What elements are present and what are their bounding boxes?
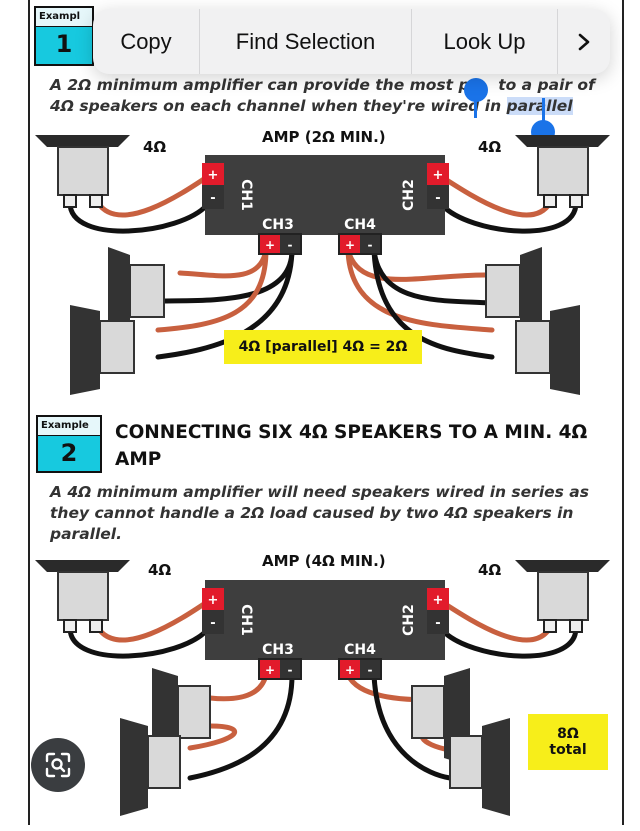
ch4-label: CH4 [344, 642, 376, 658]
selection-start-bar [474, 96, 477, 118]
heading-line: AMP [115, 449, 162, 470]
terminal-minus: - [435, 616, 440, 631]
speaker-icon [485, 247, 580, 395]
terminal-plus: + [345, 663, 355, 677]
chevron-right-icon [578, 33, 590, 50]
example-1-badge-number: 1 [55, 30, 73, 58]
speaker-ohm-label: 4Ω [478, 138, 502, 156]
example-1-badge: Exampl 1 [34, 6, 94, 66]
terminal-minus: - [435, 191, 440, 206]
look-up-menu-item[interactable]: Look Up [412, 9, 558, 74]
example-1-caption[interactable]: A 2Ω minimum amplifier can provide the m… [50, 75, 610, 117]
caption-text: A 4Ω minimum amplifier will need speaker… [50, 483, 589, 501]
example-2-badge-number: 2 [60, 439, 78, 467]
terminal-minus: - [288, 663, 293, 677]
speaker-icon [515, 135, 610, 208]
heading-line: CONNECTING SIX 4Ω SPEAKERS TO A MIN. 4Ω [115, 422, 588, 443]
find-selection-menu-item[interactable]: Find Selection [200, 9, 412, 74]
ch2-label: CH2 [401, 604, 417, 636]
terminal-plus: + [345, 238, 355, 252]
caption-text: to a pair of [498, 76, 595, 94]
caption-text: parallel. [50, 525, 122, 543]
example-2-badge-label: Example [38, 417, 100, 436]
wiring-diagram-2: + - + - + - + - CH1 CH2 CH3 CH4 [35, 560, 610, 816]
example-1-badge-label: Exampl [36, 8, 92, 27]
terminal-plus: + [433, 593, 444, 608]
speaker-ohm-label: 4Ω [478, 561, 502, 579]
example-2-badge: Example 2 [36, 415, 102, 473]
terminal-plus: + [208, 168, 219, 183]
speaker-icon [515, 560, 610, 633]
speaker-ohm-label: 4Ω [148, 561, 172, 579]
terminal-minus: - [288, 238, 293, 252]
note-value: 8Ω [557, 726, 579, 742]
selection-end-bar [542, 98, 545, 122]
caption-text: they cannot handle a 2Ω load caused by t… [50, 504, 574, 522]
ch1-label: CH1 [238, 179, 254, 211]
speaker-icon [70, 247, 165, 395]
ch3-label: CH3 [262, 642, 294, 658]
amp-title-1: AMP (2Ω MIN.) [262, 128, 386, 146]
terminal-plus: + [433, 168, 444, 183]
terminal-plus: + [265, 663, 275, 677]
terminal-minus: - [210, 616, 215, 631]
ch3-label: CH3 [262, 217, 294, 233]
speaker-ohm-label: 4Ω [143, 138, 167, 156]
ch4-label: CH4 [344, 217, 376, 233]
copy-menu-item[interactable]: Copy [93, 9, 200, 74]
speaker-icon [35, 560, 130, 633]
terminal-minus: - [368, 238, 373, 252]
visual-lookup-icon [45, 752, 71, 778]
speaker-icon [35, 135, 130, 208]
menu-more-button[interactable] [558, 9, 610, 74]
terminal-minus: - [368, 663, 373, 677]
speaker-icon [120, 668, 211, 816]
example-2-caption[interactable]: A 4Ω minimum amplifier will need speaker… [50, 482, 610, 545]
text-selection-context-menu: Copy Find Selection Look Up [93, 9, 610, 74]
wiring-diagram-1: + - + - + - + - CH1 CH2 CH3 CH4 [35, 135, 610, 395]
amp-title-2: AMP (4Ω MIN.) [262, 552, 386, 570]
speaker-icon [411, 668, 510, 816]
visual-lookup-button[interactable] [31, 738, 85, 792]
example-2-heading: CONNECTING SIX 4Ω SPEAKERS TO A MIN. 4Ω … [115, 419, 615, 473]
ch1-label: CH1 [238, 604, 254, 636]
terminal-minus: - [210, 191, 215, 206]
caption-text: A 2Ω minimum amplifier can provide the m… [50, 76, 481, 94]
terminal-plus: + [265, 238, 275, 252]
series-total-note: 8Ω total [528, 714, 608, 770]
parallel-note: 4Ω [parallel] 4Ω = 2Ω [224, 330, 422, 364]
ch2-label: CH2 [401, 179, 417, 211]
note-label: total [549, 742, 587, 758]
selected-text[interactable]: parallel [506, 97, 573, 115]
caption-text: 4Ω speakers on each channel when they're… [50, 97, 507, 115]
terminal-plus: + [208, 593, 219, 608]
